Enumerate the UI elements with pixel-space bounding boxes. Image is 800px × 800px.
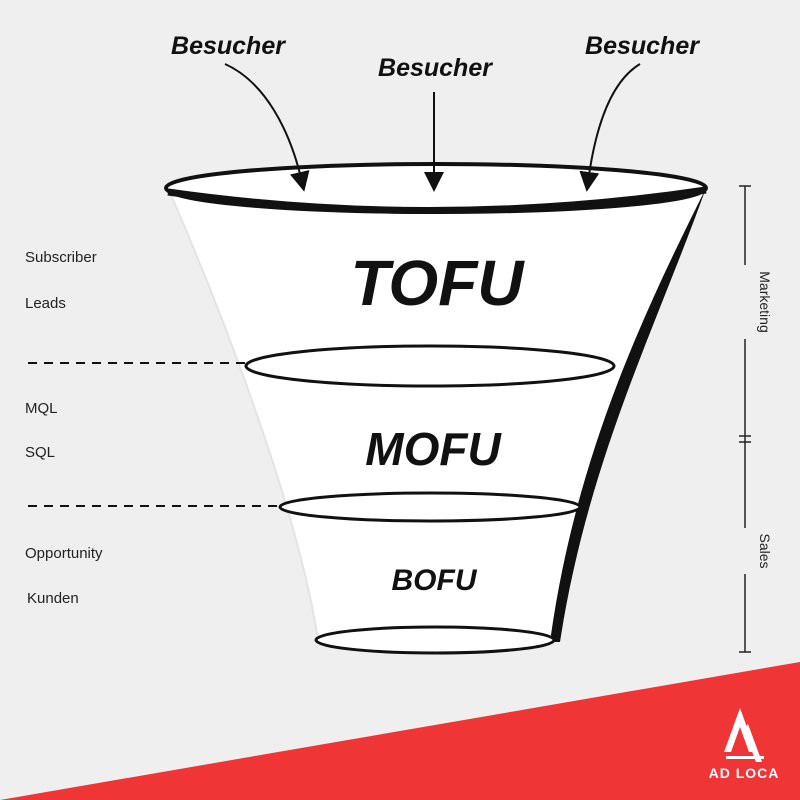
label-kunden: Kunden (27, 590, 79, 607)
bottom-rim (314, 625, 556, 655)
right-bracket (739, 185, 751, 653)
adloca-logo: AD LOCA (709, 708, 780, 781)
visitor-label-center: Besucher (378, 54, 493, 82)
label-sql: SQL (25, 444, 55, 461)
arrow-left (224, 63, 310, 192)
label-subscriber: Subscriber (25, 249, 97, 266)
stage-label-tofu: TOFU (350, 247, 525, 319)
visitor-label-right: Besucher (585, 32, 700, 60)
label-sales: Sales (757, 533, 773, 568)
funnel-right-edge (550, 188, 706, 642)
label-mql: MQL (25, 400, 58, 417)
stage-label-bofu: BOFU (392, 564, 478, 597)
visitor-label-left: Besucher (171, 32, 286, 60)
rim-shadow (167, 186, 707, 214)
label-leads: Leads (25, 295, 66, 312)
arrow-right (579, 63, 641, 192)
stage-label-mofu: MOFU (365, 423, 502, 475)
funnel-left-edge (167, 187, 319, 641)
red-corner-band (0, 662, 800, 800)
logo-text: AD LOCA (709, 765, 780, 781)
mofu-ring (244, 344, 616, 388)
label-opportunity: Opportunity (25, 545, 103, 562)
bofu-ring (278, 491, 582, 523)
label-marketing: Marketing (757, 271, 773, 332)
funnel-body (168, 188, 706, 640)
